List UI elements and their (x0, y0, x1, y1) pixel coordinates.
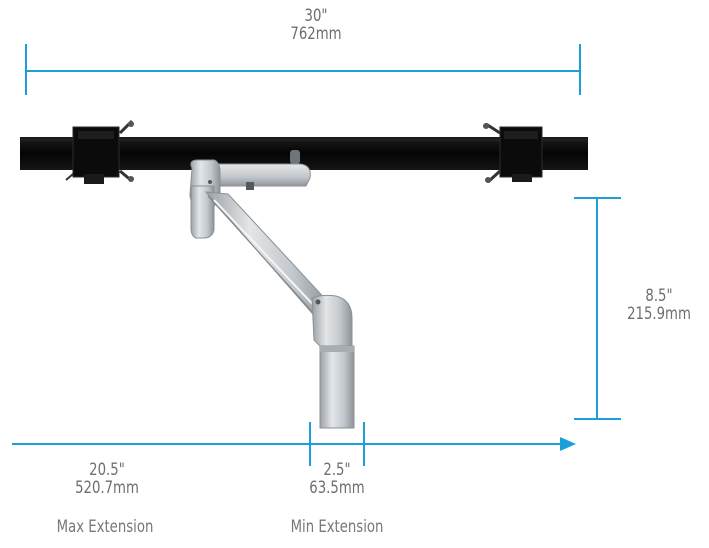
min-extension-label: 2.5" 63.5mm (298, 460, 376, 498)
width-mm: 762mm (290, 23, 342, 44)
max-extension-mm: 520.7mm (75, 477, 139, 498)
height-dimension-line (574, 197, 621, 420)
min-extension-inches: 2.5" (323, 460, 351, 480)
height-inches: 8.5" (645, 286, 673, 306)
max-extension-label: 20.5" 520.7mm (64, 460, 150, 498)
extension-dimension-line (12, 422, 576, 466)
height-mm: 215.9mm (627, 303, 691, 324)
width-label: 30" 762mm (277, 6, 355, 44)
max-extension-caption: Max Extension (56, 517, 154, 537)
height-label: 8.5" 215.9mm (624, 286, 694, 324)
min-extension-caption: Min Extension (290, 517, 384, 537)
width-dimension-line (25, 44, 581, 95)
left-vesa-mount (65, 119, 134, 184)
right-vesa-mount (483, 122, 543, 184)
monitor-arm (189, 150, 355, 429)
min-extension-mm: 63.5mm (309, 477, 365, 498)
max-extension-inches: 20.5" (89, 460, 125, 480)
width-inches: 30" (304, 6, 328, 26)
